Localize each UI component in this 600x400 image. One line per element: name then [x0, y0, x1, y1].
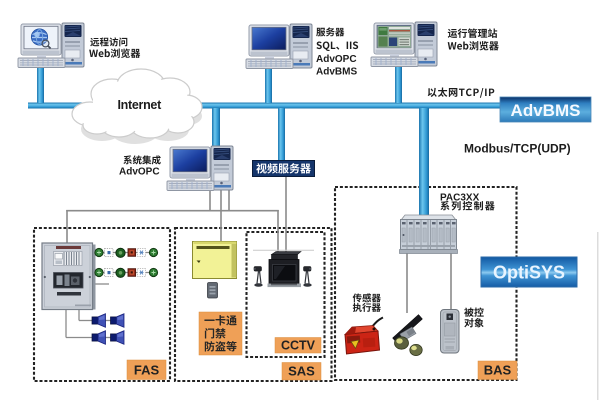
svg-text:CCTV: CCTV: [281, 339, 316, 353]
svg-text:Internet: Internet: [118, 98, 163, 112]
svg-text:FAS: FAS: [134, 363, 160, 378]
svg-text:SAS: SAS: [288, 364, 315, 379]
svg-text:BAS: BAS: [484, 363, 512, 378]
svg-text:AdvBMS: AdvBMS: [316, 67, 357, 78]
svg-text:PAC3XX: PAC3XX: [440, 193, 480, 204]
svg-text:AdvOPC: AdvOPC: [119, 167, 160, 178]
svg-text:Modbus/TCP(UDP): Modbus/TCP(UDP): [464, 142, 571, 156]
svg-text:OptiSYS: OptiSYS: [493, 263, 565, 283]
svg-text:AdvOPC: AdvOPC: [316, 54, 357, 65]
svg-text:AdvBMS: AdvBMS: [511, 101, 581, 120]
